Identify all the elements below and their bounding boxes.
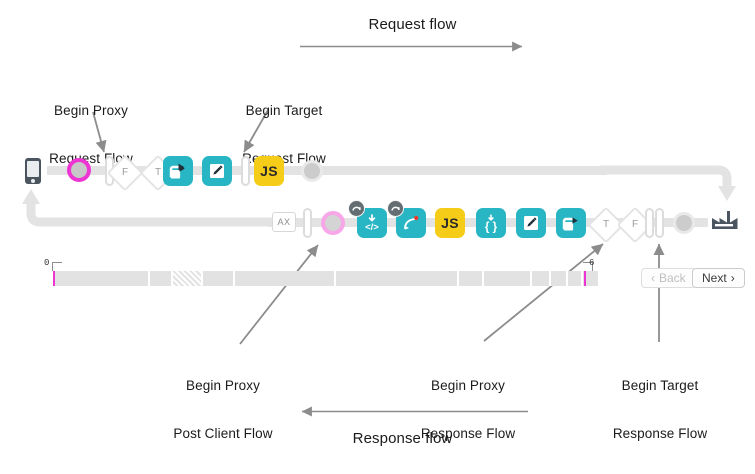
policy-ax[interactable]: AX xyxy=(272,212,296,232)
timeline-segment[interactable] xyxy=(483,271,533,286)
policy-route[interactable] xyxy=(163,156,193,186)
post-client-marker[interactable] xyxy=(321,211,345,235)
ax-label: AX xyxy=(277,217,291,227)
label-begin-target-response-flow: Begin Target Response Flow xyxy=(595,346,725,474)
code-brackets-icon: </> xyxy=(362,213,382,233)
flow-divider-5[interactable] xyxy=(655,208,664,238)
condition-label: F xyxy=(121,167,129,178)
request-rail xyxy=(47,166,607,175)
label-line-2: Response Flow xyxy=(420,426,516,441)
timeline-track[interactable] xyxy=(53,271,601,286)
next-label: Next xyxy=(702,271,727,285)
timeline-marker-start xyxy=(53,271,55,286)
request-badge-icon xyxy=(387,200,404,217)
svg-text:{ }: { } xyxy=(485,221,498,233)
diagram-canvas: Request flow Response flow Begin Proxy R… xyxy=(22,16,745,447)
timeline-segment[interactable] xyxy=(172,271,203,286)
pencil-icon xyxy=(522,214,540,232)
condition-label: F xyxy=(631,219,639,230)
svg-text:</>: </> xyxy=(365,222,379,233)
chevron-left-icon: ‹ xyxy=(651,271,655,285)
timeline-left-bracket xyxy=(52,262,62,271)
label-line-1: Begin Proxy xyxy=(54,103,128,118)
policy-route-2[interactable] xyxy=(556,208,586,238)
timeline-segment[interactable] xyxy=(150,271,173,286)
policy-javascript[interactable]: JS xyxy=(254,156,284,186)
label-begin-proxy-post-client-flow: Begin Proxy Post Client Flow xyxy=(158,346,288,474)
timeline-right-bracket xyxy=(583,262,593,271)
divider-bar-icon xyxy=(241,156,250,186)
timeline-segment[interactable] xyxy=(568,271,584,286)
flow-endpoint-2[interactable] xyxy=(673,212,695,234)
label-line-1: Begin Target xyxy=(621,378,699,393)
policy-json[interactable]: { } xyxy=(476,208,506,238)
flow-divider-3[interactable] xyxy=(303,208,312,238)
flow-divider-4[interactable] xyxy=(645,208,654,238)
timeline-segment[interactable] xyxy=(335,271,460,286)
timeline-segment[interactable] xyxy=(551,271,568,286)
back-button[interactable]: ‹ Back xyxy=(641,268,696,288)
label-line-1: Begin Target xyxy=(245,103,323,118)
condition-false[interactable]: F xyxy=(106,154,144,192)
raise-fault-icon xyxy=(401,213,421,233)
endpoint-dot-icon xyxy=(301,160,323,182)
timeline-segment[interactable] xyxy=(234,271,336,286)
next-button[interactable]: Next › xyxy=(692,268,745,288)
label-line-2: Response Flow xyxy=(612,426,708,441)
pointer-begin-proxy-post-client-flow xyxy=(239,244,319,345)
javascript-label: JS xyxy=(260,163,278,179)
response-flow-title: Response flow xyxy=(352,430,453,447)
timeline-right-marker-label: 6 xyxy=(589,258,595,268)
label-begin-target-request-flow: Begin Target Request Flow xyxy=(220,71,348,199)
phone-screen xyxy=(27,161,39,177)
phone-home-button xyxy=(31,178,35,183)
flow-endpoint[interactable] xyxy=(301,160,323,182)
flow-divider-2[interactable] xyxy=(241,156,250,186)
divider-bar-icon xyxy=(303,208,312,238)
condition-diamond-icon: F xyxy=(106,154,144,192)
policy-code[interactable]: </> xyxy=(348,200,387,238)
divider-bar-icon xyxy=(655,208,664,238)
label-begin-proxy-response-flow: Begin Proxy Response Flow xyxy=(403,346,533,474)
condition-label: T xyxy=(602,219,610,230)
route-icon xyxy=(169,162,187,180)
policy-javascript-2[interactable]: JS xyxy=(435,208,465,238)
json-braces-icon: { } xyxy=(481,213,501,233)
label-line-2: Post Client Flow xyxy=(173,426,273,441)
policy-raise-fault[interactable] xyxy=(387,200,426,238)
back-label: Back xyxy=(659,271,686,285)
label-line-2: Request Flow xyxy=(242,151,326,166)
timeline-segment[interactable] xyxy=(202,271,235,286)
flow-start-marker[interactable] xyxy=(67,158,91,182)
label-line-1: Begin Proxy xyxy=(186,378,260,393)
target-server-icon xyxy=(711,208,739,235)
pencil-icon xyxy=(208,162,226,180)
timeline-segment[interactable] xyxy=(532,271,552,286)
timeline-left-marker-label: 0 xyxy=(44,258,50,268)
magenta-ring-icon xyxy=(67,158,91,182)
javascript-label: JS xyxy=(441,215,459,231)
policy-edit[interactable] xyxy=(202,156,232,186)
policy-edit-2[interactable] xyxy=(516,208,546,238)
timeline-segment[interactable] xyxy=(53,271,151,286)
pointer-begin-proxy-response-flow xyxy=(483,243,604,342)
endpoint-dot-icon xyxy=(673,212,695,234)
route-icon xyxy=(562,214,580,232)
rail-right-elbow xyxy=(600,165,736,201)
timeline-marker-end xyxy=(584,271,586,286)
request-badge-icon xyxy=(348,200,365,217)
timeline-segment[interactable] xyxy=(583,271,601,286)
client-device-icon xyxy=(25,158,41,184)
label-line-1: Begin Proxy xyxy=(431,378,505,393)
divider-bar-icon xyxy=(645,208,654,238)
timeline-segment[interactable] xyxy=(459,271,484,286)
chevron-right-icon: › xyxy=(730,271,735,285)
request-flow-title: Request flow xyxy=(368,16,457,33)
magenta-ring-light-icon xyxy=(321,211,345,235)
